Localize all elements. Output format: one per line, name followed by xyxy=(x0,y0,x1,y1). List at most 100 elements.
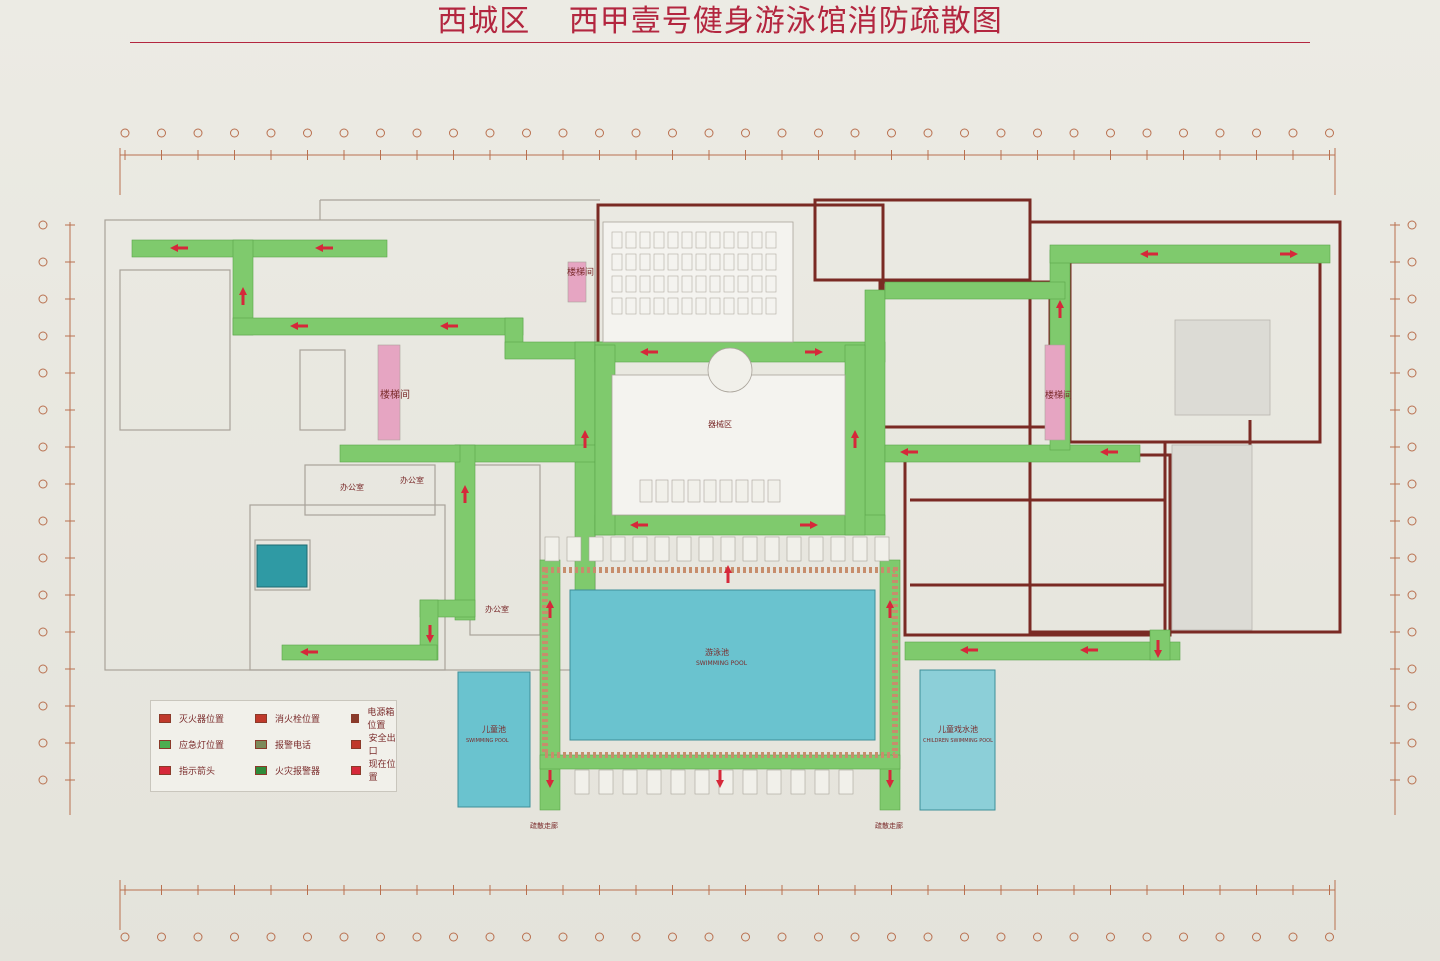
grid-marker xyxy=(923,128,933,138)
deck-chairs xyxy=(544,479,890,795)
direction-arrow xyxy=(805,348,823,356)
seat-block xyxy=(625,275,637,293)
direction-arrow xyxy=(960,646,978,654)
grid-marker xyxy=(1179,932,1188,942)
grid-marker xyxy=(230,932,239,942)
direction-arrow xyxy=(170,244,188,252)
grid-marker xyxy=(887,932,896,942)
direction-arrow xyxy=(1080,646,1098,654)
grid-marker xyxy=(1407,775,1417,785)
pool-right-en-label: CHILDREN SWIMMING POOL xyxy=(923,738,993,744)
grid-marker xyxy=(595,128,604,138)
grid-marker xyxy=(485,128,495,138)
legend-label: 安全出口 xyxy=(368,734,396,757)
deck-chair xyxy=(698,536,714,562)
deck-chair xyxy=(588,536,604,562)
deck-chair xyxy=(786,536,802,562)
legend-item: 报警电话 xyxy=(255,733,311,755)
grid-marker xyxy=(814,128,823,138)
seat-block xyxy=(765,253,777,271)
grid-marker xyxy=(1325,128,1334,138)
grid-marker xyxy=(193,932,203,942)
grid-marker xyxy=(1215,128,1225,138)
grid-marker xyxy=(266,128,276,138)
seat-block xyxy=(625,231,637,249)
grid-marker xyxy=(449,128,458,138)
seat-block xyxy=(709,253,721,271)
seat-block xyxy=(723,231,735,249)
extinguisher-icon xyxy=(159,713,171,723)
deck-chair xyxy=(764,536,780,562)
grid-marker xyxy=(412,932,422,942)
grid-marker xyxy=(996,128,1006,138)
hatched-area xyxy=(1171,319,1271,631)
direction-arrow xyxy=(300,648,318,656)
deck-chair xyxy=(742,769,758,795)
legend-item: 灭火器位置 xyxy=(159,707,224,729)
pool-left-label: 儿童池 xyxy=(482,724,506,734)
power-box-icon xyxy=(351,713,360,723)
grid-marker xyxy=(38,294,48,304)
seat-block xyxy=(611,253,623,271)
gym-machine xyxy=(671,479,685,503)
grid-marker xyxy=(38,553,48,563)
seat-block xyxy=(765,231,777,249)
seat-block xyxy=(751,275,763,293)
grid-marker xyxy=(193,128,203,138)
direction-arrow xyxy=(1154,640,1162,658)
grid-marker xyxy=(1407,442,1417,452)
deck-chair xyxy=(574,769,590,795)
deck-chair xyxy=(670,769,686,795)
title-underline xyxy=(130,42,1310,43)
grid-marker xyxy=(923,932,933,942)
direction-arrow xyxy=(1280,250,1298,258)
district-name: 西城区 xyxy=(437,4,531,39)
room-labels: 楼梯间 楼梯间 楼梯间 办公室 办公室 办公室 游泳池 SWIMMING POO… xyxy=(340,266,1072,830)
alarm-phone-icon xyxy=(255,739,267,749)
grid-ticks xyxy=(38,128,1417,942)
grid-marker xyxy=(376,128,385,138)
seat-block xyxy=(639,231,651,249)
legend-label: 报警电话 xyxy=(275,740,312,751)
gym-machine xyxy=(751,479,765,503)
pools xyxy=(256,544,996,811)
seat-block xyxy=(681,231,693,249)
grid-marker xyxy=(850,932,860,942)
grid-marker xyxy=(631,932,641,942)
seat-block xyxy=(737,231,749,249)
direction-arrow xyxy=(851,430,859,448)
office-label-3: 办公室 xyxy=(485,604,509,614)
direction-arrow xyxy=(426,625,434,643)
emergency-light-icon xyxy=(159,739,171,749)
deck-chair xyxy=(720,536,736,562)
stairwells xyxy=(377,261,1066,441)
grid-marker xyxy=(38,590,48,600)
grid-marker xyxy=(266,932,276,942)
grid-marker xyxy=(485,932,495,942)
direction-arrow xyxy=(440,322,458,330)
grid-marker xyxy=(777,128,787,138)
seat-block xyxy=(681,253,693,271)
legend-label: 指示箭头 xyxy=(179,766,216,777)
grid-marker xyxy=(522,128,531,138)
direction-arrow xyxy=(461,485,469,503)
grid-marker xyxy=(814,932,823,942)
office-label-1: 办公室 xyxy=(340,482,364,492)
office-label-2: 办公室 xyxy=(400,475,424,485)
legend-item: 应急灯位置 xyxy=(159,733,224,755)
seat-block xyxy=(737,253,749,271)
grid-marker xyxy=(1407,368,1417,378)
deck-chair xyxy=(694,769,710,795)
seat-block xyxy=(667,231,679,249)
deck-chair xyxy=(632,536,648,562)
deck-chair xyxy=(790,769,806,795)
seat-block xyxy=(681,297,693,315)
grid-marker xyxy=(38,220,48,230)
grid-marker xyxy=(777,932,787,942)
direction-arrow xyxy=(886,600,894,618)
seat-block xyxy=(723,253,735,271)
direction-arrow xyxy=(1100,448,1118,456)
direction-arrow xyxy=(1056,300,1064,318)
grid-marker xyxy=(38,442,48,452)
